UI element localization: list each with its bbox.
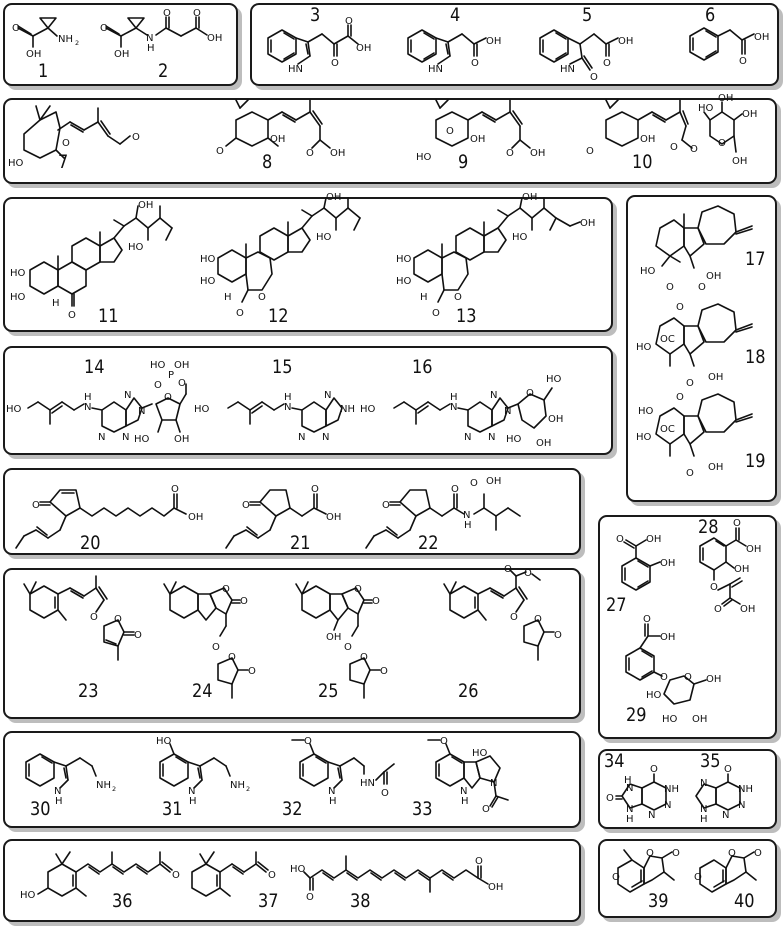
compound-number-9: 9 — [458, 151, 469, 173]
compound-number-1: 1 — [38, 60, 49, 82]
compound-number-35: 35 — [700, 750, 721, 772]
compound-number-33: 33 — [412, 798, 433, 820]
compound-number-40: 40 — [734, 890, 755, 912]
compound-number-32: 32 — [282, 798, 303, 820]
compound-number-23: 23 — [78, 680, 99, 702]
compound-number-14: 14 — [84, 356, 105, 378]
compound-number-12: 12 — [268, 305, 289, 327]
compound-number-7: 7 — [58, 151, 69, 173]
compound-number-19: 19 — [745, 450, 766, 472]
compound-number-11: 11 — [98, 305, 119, 327]
compound-number-4: 4 — [450, 4, 461, 26]
compound-number-13: 13 — [456, 305, 477, 327]
compound-number-17: 17 — [745, 248, 766, 270]
compound-number-22: 22 — [418, 532, 439, 554]
panel-d-brassinosteroids — [3, 197, 613, 332]
compound-number-34: 34 — [604, 750, 625, 772]
compound-number-39: 39 — [648, 890, 669, 912]
compound-number-26: 26 — [458, 680, 479, 702]
panel-f-cytokinins — [3, 346, 613, 455]
compound-number-27: 27 — [606, 594, 627, 616]
panel-b-auxins — [250, 3, 779, 86]
panel-k-purine-analogues — [598, 749, 777, 829]
compound-number-37: 37 — [258, 890, 279, 912]
compound-number-2: 2 — [158, 60, 169, 82]
panel-c-abscisic-acid — [3, 98, 777, 184]
compound-number-38: 38 — [350, 890, 371, 912]
compound-number-15: 15 — [272, 356, 293, 378]
compound-number-25: 25 — [318, 680, 339, 702]
compound-number-31: 31 — [162, 798, 183, 820]
panel-h-salicylates — [598, 515, 777, 739]
compound-number-28: 28 — [698, 516, 719, 538]
compound-number-30: 30 — [30, 798, 51, 820]
compound-number-36: 36 — [112, 890, 133, 912]
compound-number-29: 29 — [626, 704, 647, 726]
compound-number-8: 8 — [262, 151, 273, 173]
compound-number-21: 21 — [290, 532, 311, 554]
compound-number-5: 5 — [582, 4, 593, 26]
panel-l-apocarotenoids — [3, 839, 581, 922]
compound-number-20: 20 — [80, 532, 101, 554]
compound-number-6: 6 — [705, 4, 716, 26]
panel-e-gibberellins — [626, 195, 777, 502]
compound-number-24: 24 — [192, 680, 213, 702]
compound-number-3: 3 — [310, 4, 321, 26]
compound-number-16: 16 — [412, 356, 433, 378]
compound-number-18: 18 — [745, 346, 766, 368]
compound-number-10: 10 — [632, 151, 653, 173]
